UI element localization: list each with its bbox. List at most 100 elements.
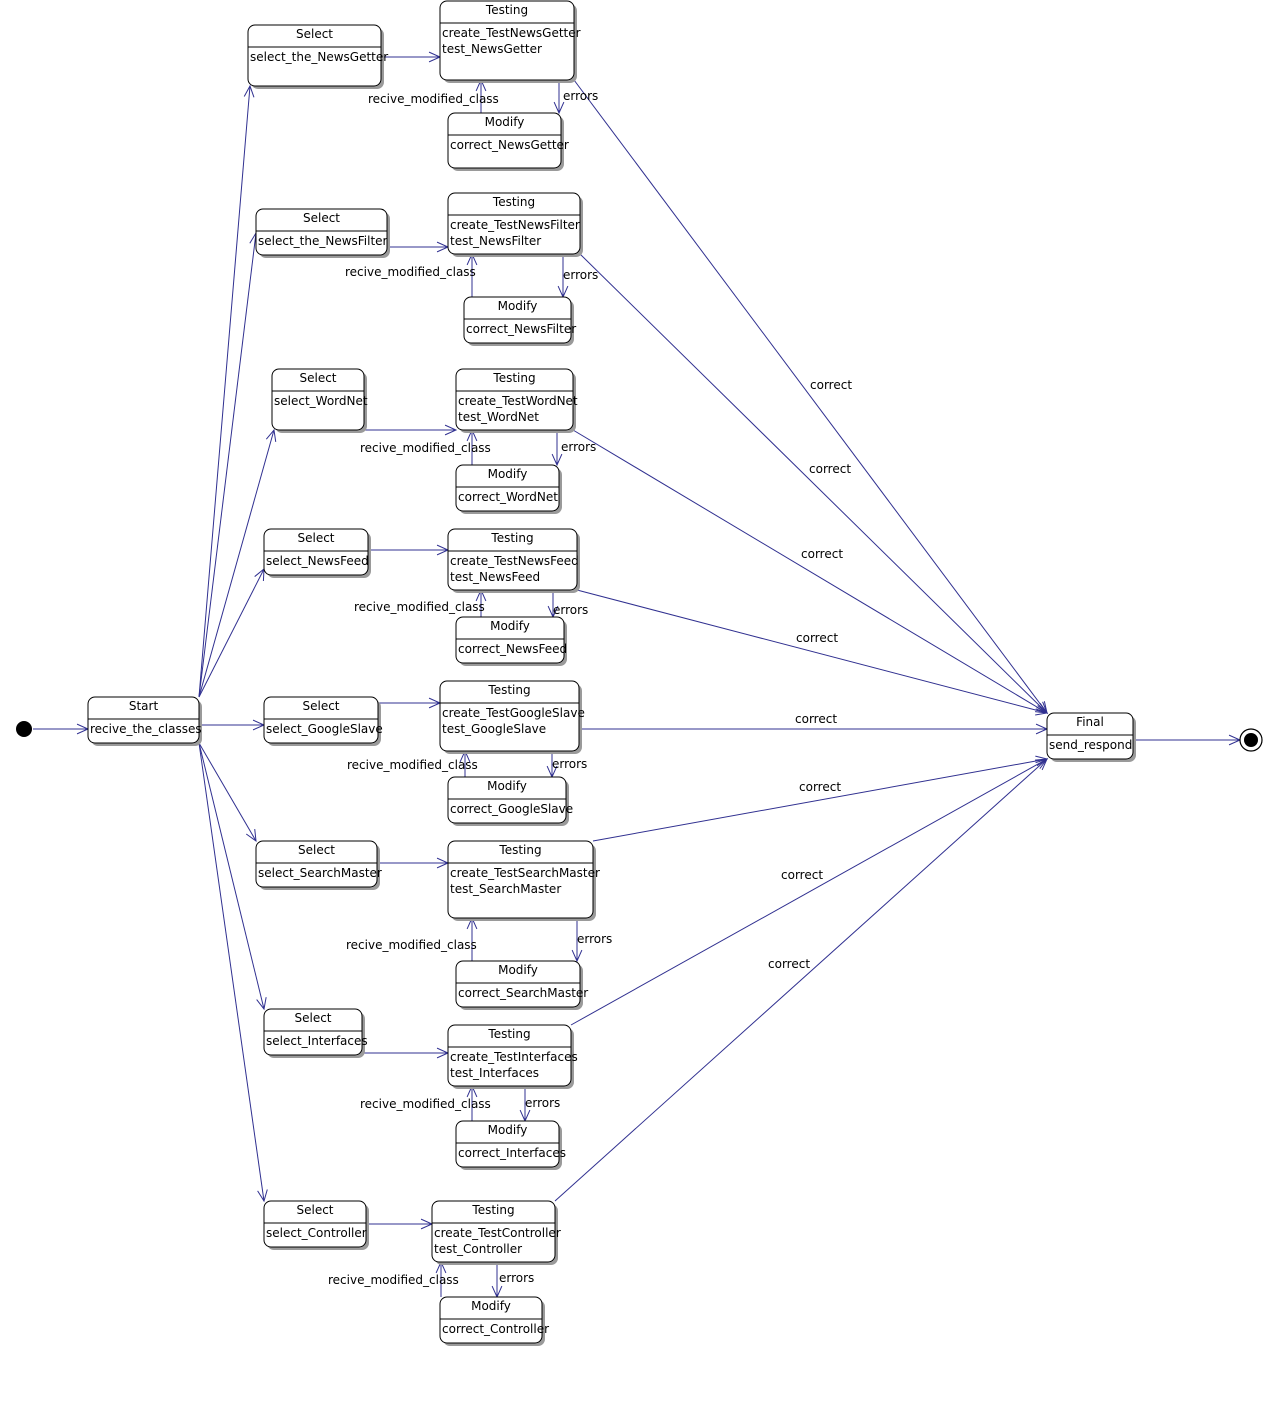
state-action: select_SearchMaster: [258, 866, 382, 880]
transition-sel5-to-test5: [378, 697, 442, 709]
state-mod-mod6: Modify correct_SearchMaster: [455, 960, 588, 1010]
state-action: test_NewsFeed: [450, 570, 540, 584]
arrowhead: [257, 1189, 268, 1203]
state-action: select_WordNet: [274, 394, 368, 408]
state-action: test_GoogleSlave: [442, 722, 546, 736]
box-frame: [439, 1296, 543, 1344]
state-title: Select: [302, 699, 339, 713]
state-title: Select: [296, 27, 333, 41]
state-action: correct_SearchMaster: [458, 986, 588, 1000]
box-frame: [455, 1120, 560, 1168]
state-title: Testing: [487, 683, 530, 697]
transition-label-errors: errors: [525, 1096, 560, 1110]
transition-label-recive-modified-class: recive_modified_class: [345, 265, 476, 279]
transition-label-errors: errors: [561, 440, 596, 454]
state-action: test_SearchMaster: [450, 882, 561, 896]
transition-test1-to-mod1: [553, 80, 565, 115]
transition-label-errors: errors: [563, 89, 598, 103]
box-frame: [447, 192, 581, 255]
box-frame: [439, 680, 580, 752]
transition-label-errors: errors: [552, 757, 587, 771]
transition-sel4-to-test4: [368, 544, 450, 556]
state-action: create_TestController: [434, 1226, 561, 1240]
transition-final-to-end: [1133, 734, 1242, 746]
arrowhead: [245, 829, 257, 843]
state-test-test1: Testingcreate_TestNewsGettertest_NewsGet…: [439, 0, 581, 83]
initial-state: [16, 721, 32, 737]
transition-label-correct: correct: [799, 780, 841, 794]
state-action: send_respond: [1049, 738, 1132, 752]
transition-label-correct: correct: [768, 957, 810, 971]
transition-test7-to-final: [570, 758, 1049, 1026]
box-frame: [263, 1008, 363, 1056]
box-frame: [271, 368, 365, 431]
transition-label-recive-modified-class: recive_modified_class: [347, 758, 478, 772]
state-action: select_the_NewsGetter: [250, 50, 388, 64]
state-title: Modify: [490, 619, 530, 633]
box-frame: [447, 528, 578, 591]
transition-label-recive-modified-class: recive_modified_class: [346, 938, 477, 952]
box-frame: [263, 696, 379, 744]
box-frame: [455, 368, 574, 431]
transition-test6-to-mod6: [571, 918, 583, 963]
state-title: Select: [296, 1203, 333, 1217]
state-title: Testing: [471, 1203, 514, 1217]
state-action: create_TestNewsGetter: [442, 26, 581, 40]
transition-test4-to-final: [576, 589, 1049, 716]
transition-label-errors: errors: [563, 268, 598, 282]
arrowhead: [243, 84, 255, 98]
state-sel-sel6: Select select_SearchMaster: [255, 840, 382, 890]
box-frame: [455, 960, 581, 1008]
state-action: create_TestGoogleSlave: [442, 706, 585, 720]
box-frame: [263, 528, 369, 576]
box-frame: [1046, 712, 1134, 760]
arrowhead: [256, 997, 267, 1011]
box-frame: [447, 840, 594, 919]
state-sel-sel5: Select select_GoogleSlave: [263, 696, 383, 746]
box-frame: [455, 616, 565, 664]
state-title: Final: [1076, 715, 1104, 729]
transition-start-to-sel8: [198, 742, 268, 1203]
transition-label-recive-modified-class: recive_modified_class: [360, 441, 491, 455]
state-test-test6: Testingcreate_TestSearchMastertest_Searc…: [447, 840, 600, 921]
state-title: Modify: [498, 963, 538, 977]
state-action: create_TestWordNet: [458, 394, 578, 408]
transition-test3-to-mod3: [551, 430, 563, 467]
transition-start-to-sel2: [198, 231, 260, 698]
state-title: Modify: [471, 1299, 511, 1313]
transition-start-to-sel6: [198, 742, 257, 843]
state-title: Modify: [485, 115, 525, 129]
state-title: Testing: [498, 843, 541, 857]
state-title: Select: [298, 843, 335, 857]
box-frame: [447, 112, 562, 169]
transition-label-correct: correct: [801, 547, 843, 561]
state-title: Testing: [487, 1027, 530, 1041]
transition-label-recive-modified-class: recive_modified_class: [360, 1097, 491, 1111]
state-action: select_GoogleSlave: [266, 722, 383, 736]
state-final-final: Final send_respond: [1046, 712, 1136, 762]
state-title: Modify: [488, 467, 528, 481]
transition-label-correct: correct: [810, 378, 852, 392]
transition-sel3-to-test3: [364, 424, 458, 436]
transition-start-to-sel1: [198, 84, 255, 698]
state-test-test2: Testingcreate_TestNewsFiltertest_NewsFil…: [447, 192, 583, 257]
transition-label-recive-modified-class: recive_modified_class: [354, 600, 485, 614]
state-action: test_NewsGetter: [442, 42, 542, 56]
state-title: Start: [129, 699, 159, 713]
transition-label-correct: correct: [795, 712, 837, 726]
box-frame: [255, 208, 388, 256]
state-action: test_Controller: [434, 1242, 522, 1256]
state-title: Modify: [487, 779, 527, 793]
